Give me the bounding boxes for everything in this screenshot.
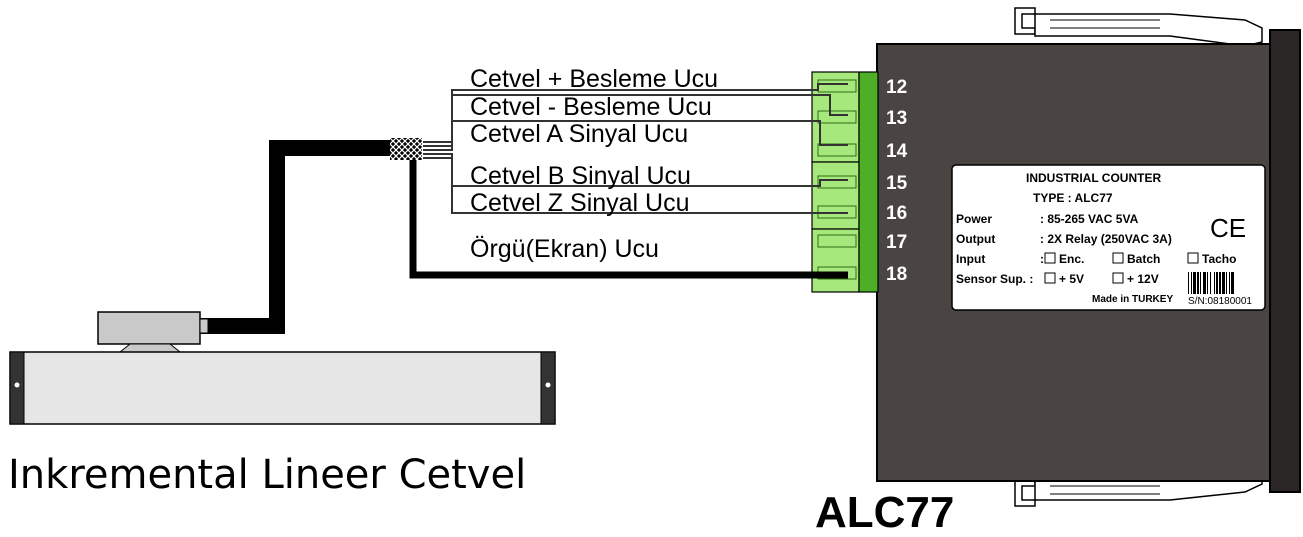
plate-input-label: Input xyxy=(956,252,985,266)
terminal-plug-1 xyxy=(811,71,860,163)
pin-number-12: 12 xyxy=(886,77,907,98)
wires xyxy=(200,83,848,334)
barcode-bar xyxy=(1200,272,1201,294)
barcode-bar xyxy=(1203,272,1206,294)
barcode-bar xyxy=(1222,272,1225,294)
plate-sensor-12v: + 12V xyxy=(1127,272,1159,286)
plate-power-label: Power xyxy=(956,212,992,226)
plate-power-value: : 85-265 VAC 5VA xyxy=(1040,212,1139,226)
scale-reader-head xyxy=(97,311,201,345)
plate-input-tacho: Tacho xyxy=(1202,252,1236,266)
terminal-plug-3 xyxy=(811,228,860,293)
terminal-screw-slot xyxy=(817,234,857,248)
terminal-screw-slot xyxy=(817,175,857,189)
device-model-label: ALC77 xyxy=(815,488,954,537)
pin-number-18: 18 xyxy=(886,264,907,285)
barcode-bar xyxy=(1207,272,1208,294)
plate-input-batch: Batch xyxy=(1127,252,1160,266)
cable-braid xyxy=(390,138,422,160)
checkbox-batch xyxy=(1112,252,1124,264)
plate-output-label: Output xyxy=(956,232,995,246)
plate-input-enc: Enc. xyxy=(1059,252,1084,266)
barcode-bar xyxy=(1216,272,1218,294)
wire-label-a-signal: Cetvel A Sinyal Ucu xyxy=(470,120,688,148)
nameplate: INDUSTRIAL COUNTER TYPE : ALC77 Power : … xyxy=(951,164,1266,311)
pin-number-15: 15 xyxy=(886,173,908,194)
scale-label: Inkremental Lineer Cetvel xyxy=(8,452,526,498)
pin-number-17: 17 xyxy=(886,232,907,253)
terminal-screw-slot xyxy=(817,110,857,124)
barcode-bar xyxy=(1210,272,1211,294)
top-mounting-clip xyxy=(1014,7,1263,47)
barcode-bar xyxy=(1188,272,1189,294)
checkbox-tacho xyxy=(1187,252,1199,264)
device-front-bezel xyxy=(1269,29,1301,493)
pin-number-16: 16 xyxy=(886,203,907,224)
terminal-plug-2 xyxy=(811,161,860,230)
linear-scale xyxy=(9,311,556,425)
plate-output-value: : 2X Relay (250VAC 3A) xyxy=(1040,232,1172,246)
ce-mark: CE xyxy=(1210,213,1246,243)
wire-label-b-signal: Cetvel B Sinyal Ucu xyxy=(470,162,691,190)
plate-sensor-label: Sensor Sup. : xyxy=(956,272,1033,286)
barcode-bar xyxy=(1191,272,1192,294)
plate-made-in: Made in TURKEY xyxy=(1092,294,1173,305)
barcode-bar xyxy=(1197,272,1199,294)
plate-type: TYPE : ALC77 xyxy=(1033,191,1113,205)
plate-sensor-5v: + 5V xyxy=(1059,272,1084,286)
wire-label-minus-supply: Cetvel - Besleme Ucu xyxy=(470,93,712,121)
wire-label-z-signal: Cetvel Z Sinyal Ucu xyxy=(470,189,690,217)
wire-label-plus-supply: Cetvel + Besleme Ucu xyxy=(470,65,718,93)
terminal-block: 12 13 14 15 16 17 18 xyxy=(811,71,908,293)
barcode-bar xyxy=(1193,272,1196,294)
barcode-bar xyxy=(1226,272,1227,294)
terminal-header xyxy=(858,71,879,293)
wire-label-shield: Örgü(Ekran) Ucu xyxy=(470,235,659,263)
pin-number-13: 13 xyxy=(886,108,907,129)
plate-serial: S/N:08180001 xyxy=(1188,296,1252,307)
barcode-bar xyxy=(1219,272,1221,294)
checkbox-enc xyxy=(1044,252,1056,264)
pin-number-14: 14 xyxy=(886,141,908,162)
plate-title: INDUSTRIAL COUNTER xyxy=(1026,171,1161,185)
checkbox-5v xyxy=(1044,272,1056,284)
barcode-bar xyxy=(1214,272,1215,294)
plate-input-colon: : xyxy=(1040,252,1044,266)
barcode-bar xyxy=(1229,272,1230,294)
barcode-bar xyxy=(1231,272,1234,294)
barcode-icon xyxy=(1188,272,1234,294)
checkbox-12v xyxy=(1112,272,1124,284)
scale-body xyxy=(9,351,556,425)
